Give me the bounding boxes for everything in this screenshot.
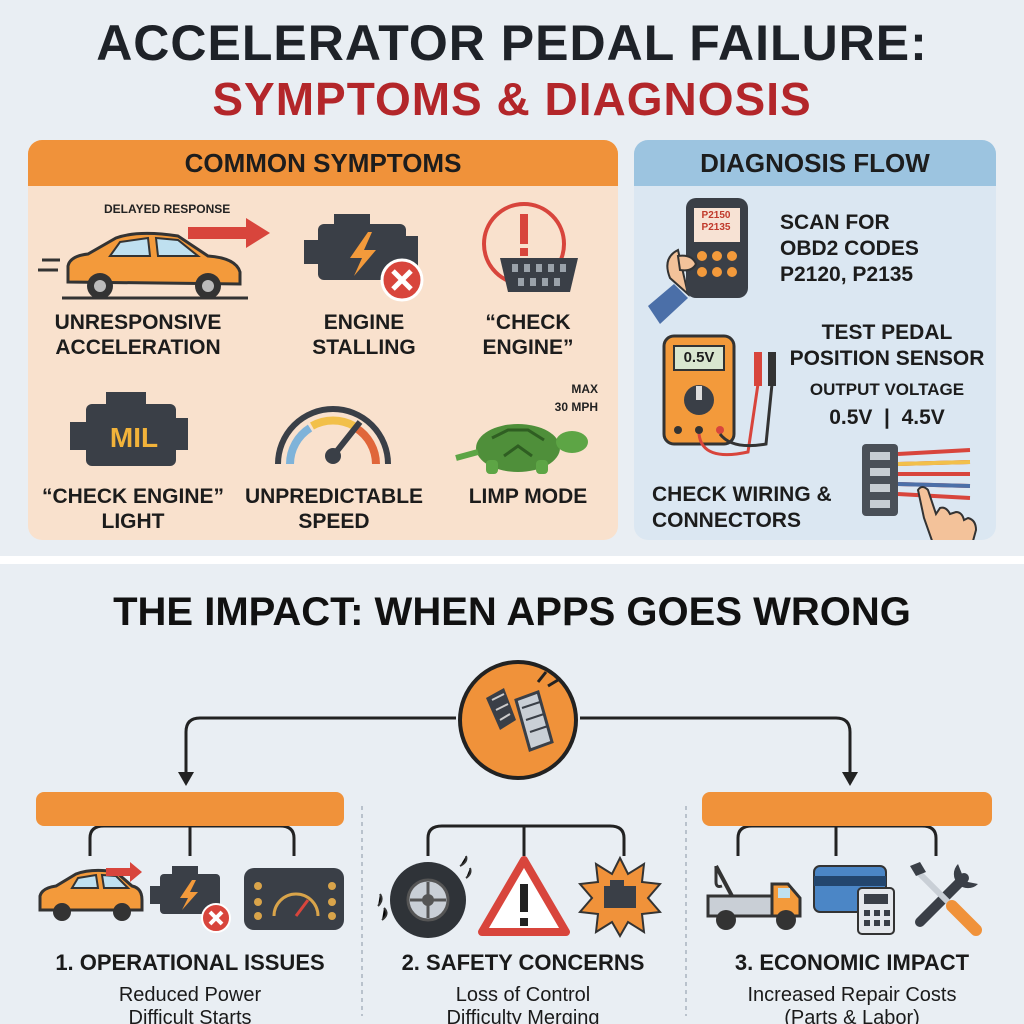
tow-truck-icon <box>706 865 802 930</box>
engine-stall-icon <box>304 214 424 302</box>
impact-col1-line1: Reduced Power <box>118 984 262 1006</box>
diag-step-wiring: CHECK WIRING & CONNECTORS <box>652 483 832 532</box>
tools-icon <box>910 862 982 936</box>
section-divider <box>0 556 1024 564</box>
impact-col2-line1: Loss of Control <box>455 984 591 1006</box>
obd-scanner-icon <box>648 198 748 324</box>
impact-col2-title: 2. SAFETY CONCERNS <box>401 950 645 975</box>
car-small-icon <box>38 862 144 921</box>
mil-text: MIL <box>109 422 159 453</box>
turtle-icon <box>455 424 588 474</box>
impact-flow-lines <box>88 716 938 1016</box>
connector-icon <box>862 444 978 540</box>
max-speed-label: MAX 30 MPH <box>554 382 598 414</box>
symptom-label-unpredictable-speed: UNPREDICTABLE SPEED <box>244 485 424 533</box>
pedal-icon <box>458 660 578 780</box>
arrow-right-icon <box>188 218 270 248</box>
delayed-response-label: DELAYED RESPONSE <box>104 202 231 216</box>
diagnosis-panel: DIAGNOSIS FLOW P2150 P2135 SCAN FOR OBD2… <box>634 140 996 540</box>
diagnosis-heading: DIAGNOSIS FLOW <box>634 140 996 186</box>
symptoms-heading: COMMON SYMPTOMS <box>28 140 618 186</box>
diag-step-sensor-title: TEST PEDAL POSITION SENSOR <box>789 321 985 370</box>
impact-col1-line2: Difficult Starts <box>128 1007 252 1024</box>
warning-triangle-icon <box>478 856 570 936</box>
impact-title: THE IMPACT: WHEN APPS GOES WRONG <box>113 590 911 634</box>
symptom-label-stalling: ENGINE STALLING <box>312 311 416 359</box>
impact-col3-line1: Increased Repair Costs <box>747 984 957 1006</box>
impact-bar-right <box>702 792 992 826</box>
impact-col1-title: 1. OPERATIONAL ISSUES <box>55 950 325 975</box>
diag-step-sensor-sub: OUTPUT VOLTAGE <box>809 380 965 399</box>
obd-port-icon <box>482 202 578 292</box>
page-title: ACCELERATOR PEDAL FAILURE: <box>96 15 928 71</box>
page-subtitle: SYMPTOMS & DIAGNOSIS <box>212 73 812 125</box>
symptom-label-check-engine: “CHECK ENGINE” <box>482 311 574 359</box>
impact-bar-left <box>36 792 344 826</box>
speedometer-icon <box>275 406 391 465</box>
diag-step-scan: SCAN FOR OBD2 CODES P2120, P2135 <box>780 211 919 286</box>
tire-icon <box>377 855 472 938</box>
engine-burst-icon <box>578 855 662 939</box>
impact-col2-line2: Difficulty Merging <box>446 1007 600 1024</box>
multimeter-icon <box>662 334 776 457</box>
symptom-label-limp-mode: LIMP MODE <box>468 485 588 508</box>
car-icon <box>38 231 248 300</box>
dashboard-warning-icon <box>244 868 344 930</box>
scanner-screen-text: P2150 P2135 <box>701 210 731 233</box>
impact-col3-line2: (Parts & Labor) <box>784 1007 920 1024</box>
mil-engine-icon <box>70 392 188 466</box>
impact-col3-title: 3. ECONOMIC IMPACT <box>734 950 970 975</box>
symptoms-panel: COMMON SYMPTOMS DELAYED RESPONSE UNRESPO… <box>28 140 618 540</box>
symptom-label-check-engine-light: “CHECK ENGINE” LIGHT <box>41 485 225 533</box>
symptom-label-unresponsive: UNRESPONSIVE ACCELERATION <box>54 311 222 359</box>
engine-small-icon <box>150 866 231 933</box>
diag-step-sensor-values: 0.5V | 4.5V <box>829 406 945 429</box>
credit-card-calculator-icon <box>813 865 895 935</box>
meter-reading: 0.5V <box>683 349 715 366</box>
